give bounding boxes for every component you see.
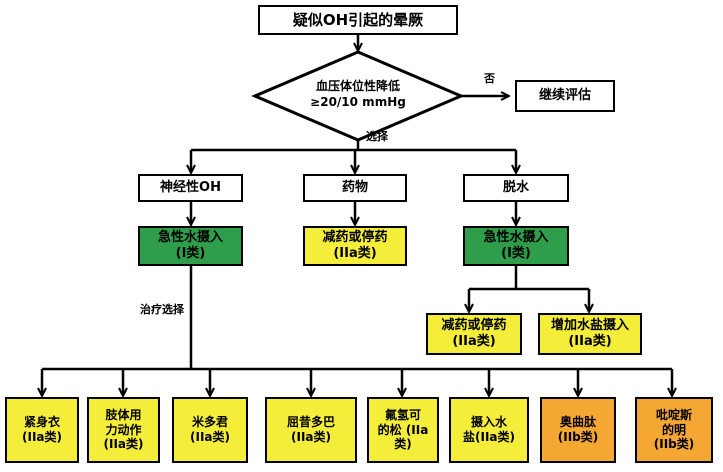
treatment-pyridostigmine-box: 吡啶斯 的明 (IIb类) <box>635 397 713 463</box>
treatment-line: 的明 <box>661 422 686 437</box>
treatment-class: (IIb类) <box>557 430 599 444</box>
treatment-line: 氟氢可 <box>384 408 421 423</box>
dehyd-salt-line2: (IIa类) <box>568 334 612 349</box>
treatment-line: 肢体用 <box>105 408 142 423</box>
no-label: 否 <box>484 72 495 85</box>
drug-reduce-line1: 减药或停药 <box>322 230 388 246</box>
treatment-counter-maneuver-box: 肢体用 力动作 (IIa类) <box>87 397 160 463</box>
branch-dehydration-box: 脱水 <box>463 174 569 202</box>
dehyd-reduce-line1: 减药或停药 <box>441 318 507 334</box>
treatment-midodrine-box: 米多君 (IIa类) <box>172 397 248 463</box>
acute-water-dehyd-line2: (I类) <box>501 246 531 261</box>
branch-dehydration-label: 脱水 <box>502 180 529 196</box>
branch-neuro-box: 神经性OH <box>138 174 243 202</box>
treatment-line: 盐(IIa类) <box>463 430 515 444</box>
treatment-class: (IIb类) <box>653 437 695 452</box>
decision-text: 血压体位性降低 ≥20/10 mmHg <box>303 78 413 110</box>
dehyd-salt-line1: 增加水盐摄入 <box>550 318 629 334</box>
decision-line1: 血压体位性降低 <box>315 79 400 93</box>
treatment-class: (IIa类) <box>103 437 144 452</box>
acute-water-neuro-line1: 急性水摄入 <box>157 230 223 246</box>
treatment-line: 米多君 <box>191 415 228 430</box>
dehyd-reduce-box: 减药或停药 (IIa类) <box>426 313 522 355</box>
treatment-class: (IIa类) <box>291 430 331 444</box>
treatment-class: (IIa类) <box>22 430 62 444</box>
treatment-compression-box: 紧身衣 (IIa类) <box>5 397 79 463</box>
treatment-octreotide-box: 奥曲肽 (IIb类) <box>540 397 616 463</box>
treatment-line: 吡啶斯 <box>655 408 692 423</box>
treatment-line: 摄入水 <box>470 415 507 430</box>
treatment-line: 屈昔多巴 <box>286 415 335 430</box>
dehyd-reduce-line2: (IIa类) <box>452 334 496 349</box>
treatment-label: 治疗选择 <box>140 303 184 316</box>
treatment-line: 紧身衣 <box>23 415 60 430</box>
branch-drug-box: 药物 <box>303 174 407 202</box>
acute-water-dehyd-line1: 急性水摄入 <box>483 230 549 246</box>
treatment-line: 力动作 <box>105 422 142 437</box>
treatment-droxidopa-box: 屈昔多巴 (IIa类) <box>265 397 357 463</box>
branch-drug-label: 药物 <box>341 180 368 196</box>
dehyd-salt-box: 增加水盐摄入 (IIa类) <box>538 313 642 355</box>
decision-line2: ≥20/10 mmHg <box>310 95 406 110</box>
top-box: 疑似OH引起的晕厥 <box>258 5 458 35</box>
acute-water-neuro-line2: (I类) <box>175 246 206 261</box>
continue-eval-text: 继续评估 <box>538 88 591 104</box>
continue-eval-box: 继续评估 <box>515 80 615 112</box>
treatment-class: (IIa类) <box>190 430 230 444</box>
top-title: 疑似OH引起的晕厥 <box>292 10 424 29</box>
treatment-class: 类) <box>394 437 412 452</box>
treatment-line: 的松 (IIa <box>377 422 429 437</box>
drug-reduce-box: 减药或停药 (IIa类) <box>303 226 407 266</box>
select-label: 选择 <box>366 130 388 143</box>
treatment-fludrocortisone-box: 氟氢可 的松 (IIa 类) <box>367 397 439 463</box>
acute-water-neuro-box: 急性水摄入 (I类) <box>138 226 243 266</box>
treatment-salt-water-box: 摄入水 盐(IIa类) <box>449 397 529 463</box>
drug-reduce-line2: (IIa类) <box>333 246 377 261</box>
acute-water-dehyd-box: 急性水摄入 (I类) <box>463 226 569 266</box>
branch-neuro-label: 神经性OH <box>160 180 221 196</box>
treatment-line: 奥曲肽 <box>559 415 596 430</box>
